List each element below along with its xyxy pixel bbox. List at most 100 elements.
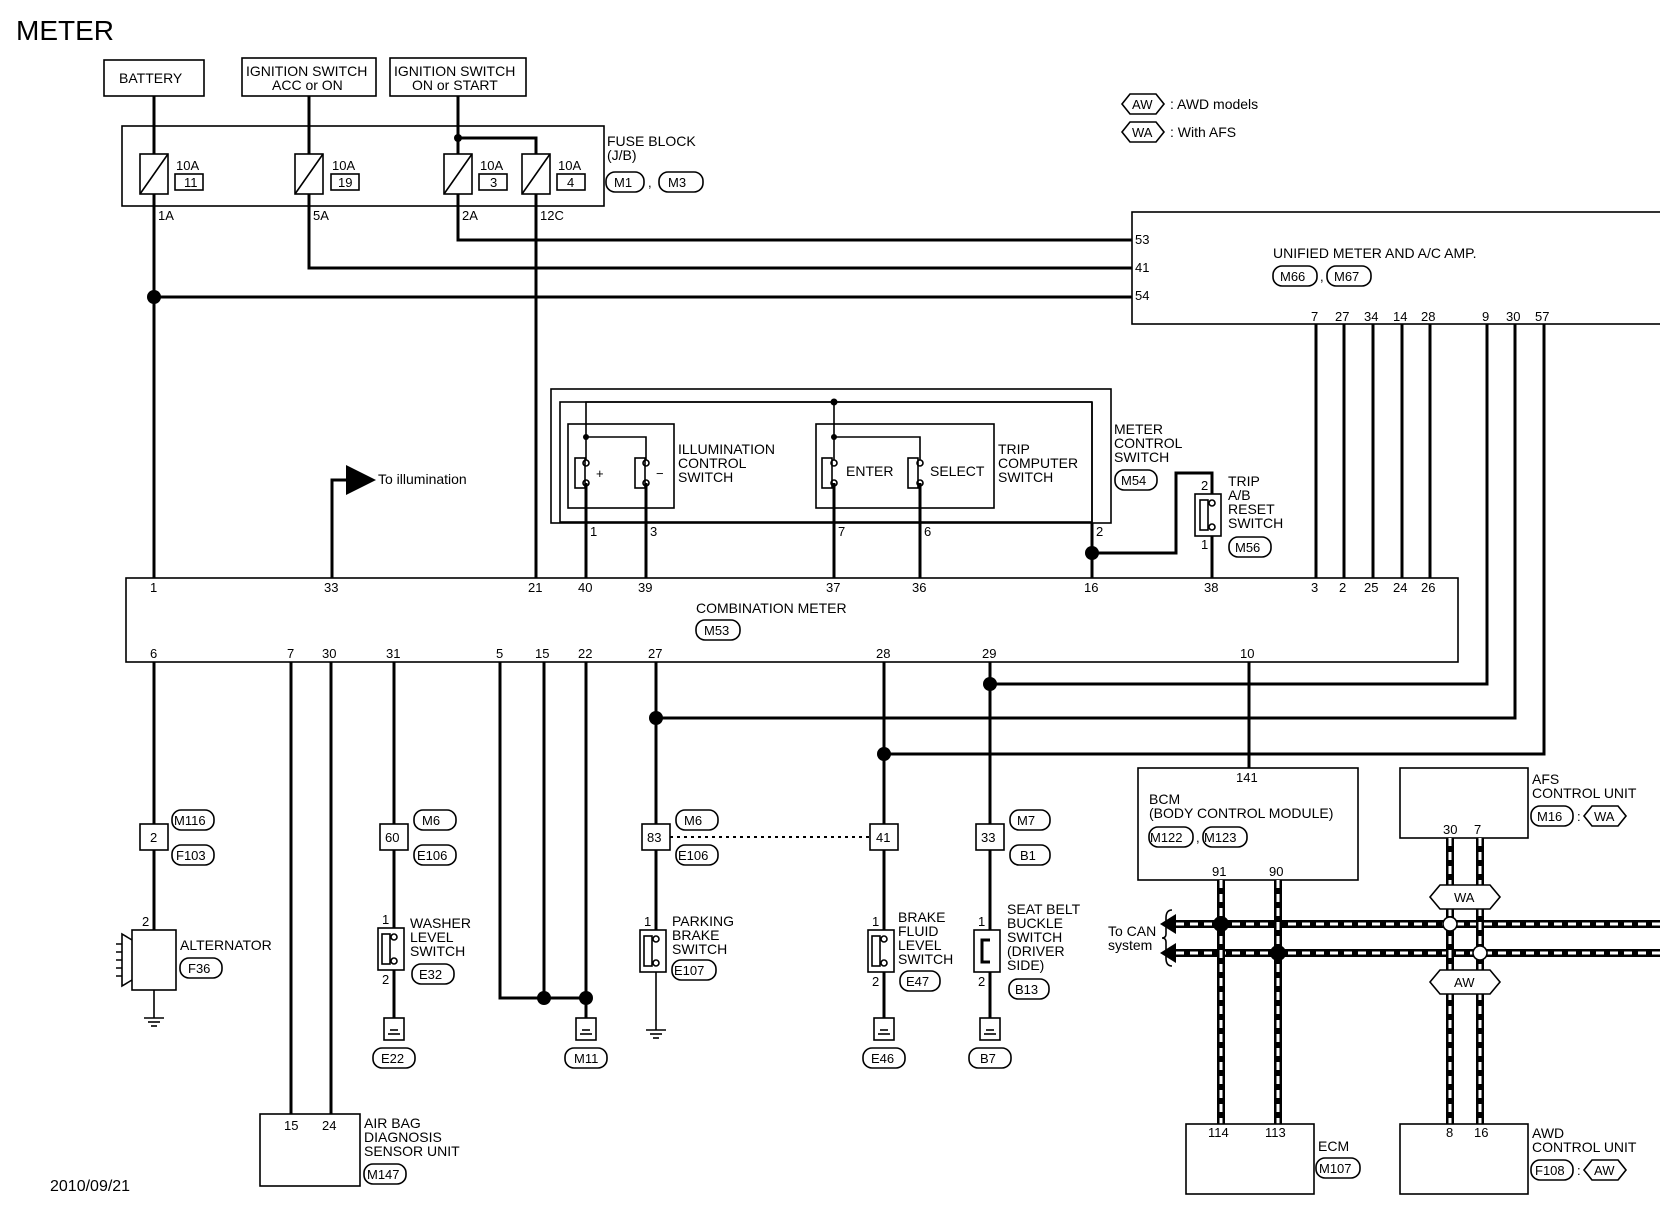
awd-pin-16: 16: [1474, 1125, 1488, 1140]
parking-title-1: PARKING: [672, 913, 734, 929]
seat-jc-conn-a: M7: [1017, 813, 1035, 828]
airbag-title-1: AIR BAG: [364, 1115, 421, 1131]
afs-title-2: CONTROL UNIT: [1532, 785, 1637, 801]
svg-text::: :: [1577, 1163, 1581, 1178]
brake-conn: E47: [906, 974, 929, 989]
legend-text-aw: : AWD models: [1170, 96, 1258, 112]
fuse-11-amp: 10A: [176, 158, 199, 173]
svg-text::: :: [1577, 809, 1581, 824]
washer-jc-conn-b: E106: [417, 848, 447, 863]
cm-bottom-pin-7: 7: [287, 646, 294, 661]
brake-title-1: BRAKE: [898, 909, 945, 925]
cm-bottom-pin-31: 31: [386, 646, 400, 661]
cm-top-pin-39: 39: [638, 580, 652, 595]
bcm-pin-90: 90: [1269, 864, 1283, 879]
seat-pin-2: 2: [978, 974, 985, 989]
battery-source: BATTERY: [103, 59, 205, 97]
alternator-label: ALTERNATOR: [180, 937, 272, 953]
cm-top-pin-33: 33: [324, 580, 338, 595]
ecm-title: ECM: [1318, 1138, 1349, 1154]
cm-bottom-pin-28: 28: [876, 646, 890, 661]
to-illumination: To illumination: [330, 465, 467, 580]
ecm-conn: M107: [1319, 1161, 1352, 1176]
cm-top-pin-16: 16: [1084, 580, 1098, 595]
fuse-block-conn-b: M3: [668, 175, 686, 190]
cm-bottom-pin-22: 22: [578, 646, 592, 661]
awd-control-unit: 8 16 AWD CONTROL UNIT F108 : AW: [1399, 1123, 1637, 1195]
legend-tag-aw: AW: [1132, 97, 1153, 112]
unified-meter-title: UNIFIED METER AND A/C AMP.: [1273, 245, 1477, 261]
brake-ground-conn: E46: [871, 1051, 894, 1066]
fuse-block-conn-a: M1: [614, 175, 632, 190]
cm-bottom-pin-5: 5: [496, 646, 503, 661]
brake-pin-1: 1: [872, 914, 879, 929]
seat-pin-1: 1: [978, 914, 985, 929]
fuse-term-1a: 1A: [158, 208, 174, 223]
trip-switch-title-1: TRIP: [998, 441, 1030, 457]
washer-level-switch: 60 M6 E106 1 2 WASHER LEVEL SWITCH E32 E…: [372, 662, 471, 1069]
washer-jc-conn-a: M6: [422, 813, 440, 828]
brake-pin-2: 2: [872, 974, 879, 989]
ignition-acc-label-2: ACC or ON: [272, 77, 343, 93]
illum-plus: +: [596, 466, 604, 481]
seat-title-1: SEAT BELT: [1007, 901, 1081, 917]
cm-bottom-pin-10: 10: [1240, 646, 1254, 661]
cm-bottom-pin-6: 6: [150, 646, 157, 661]
brake-title-4: SWITCH: [898, 951, 953, 967]
washer-title-3: SWITCH: [410, 943, 465, 959]
ecm-pin-114: 114: [1208, 1125, 1229, 1140]
bcm-title-1: BCM: [1149, 791, 1180, 807]
can-label-1: To CAN: [1108, 923, 1156, 939]
trip-reset-pin-1: 1: [1201, 537, 1208, 552]
afs-pin-30: 30: [1443, 822, 1457, 837]
unified-meter-pin-41: 41: [1135, 260, 1149, 275]
cm-top-pin-3: 3: [1311, 580, 1318, 595]
parking-conn: E107: [674, 963, 704, 978]
ecm-pin-113: 113: [1265, 1125, 1286, 1140]
brake-jc-pin: 41: [876, 830, 890, 845]
fuse-4-amp: 10A: [558, 158, 581, 173]
can-tag-aw: AW: [1454, 975, 1475, 990]
cm-top-pin-25: 25: [1364, 580, 1378, 595]
seat-title-3: SWITCH: [1007, 929, 1062, 945]
brake-title-2: FLUID: [898, 923, 938, 939]
cm-bottom-pin-30: 30: [322, 646, 336, 661]
unified-meter-conn-b: M67: [1334, 269, 1359, 284]
unified-meter-pin-53: 53: [1135, 232, 1149, 247]
seat-belt-switch: 33 M7 B1 1 2 SEAT BELT BUCKLE SWITCH (DR…: [968, 662, 1081, 1069]
trip-reset-title-1: TRIP: [1228, 473, 1260, 489]
seat-ground-conn: B7: [980, 1051, 996, 1066]
unified-meter-pin-14: 14: [1393, 309, 1407, 324]
can-bus: To CAN system WA AW: [1108, 838, 1660, 1124]
cm-top-pin-40: 40: [578, 580, 592, 595]
fuse-term-5a: 5A: [313, 208, 329, 223]
can-label-2: system: [1108, 937, 1152, 953]
legend-text-wa: : With AFS: [1170, 124, 1236, 140]
trip-reset-title-4: SWITCH: [1228, 515, 1283, 531]
svg-text:,: ,: [1196, 830, 1200, 845]
ignition-switch-start: IGNITION SWITCH ON or START: [389, 57, 527, 97]
fuse-4-num: 4: [567, 175, 574, 190]
washer-jc-pin: 60: [385, 830, 399, 845]
unified-meter-ac-amp: UNIFIED METER AND A/C AMP. M66 , M67 53 …: [1131, 211, 1660, 325]
cm-bottom-pin-29: 29: [982, 646, 996, 661]
awd-tag: AW: [1594, 1163, 1615, 1178]
combination-meter: COMBINATION METER M53 1 33 21 40 39 37 3…: [125, 577, 1459, 663]
cm-bottom-pin-15: 15: [535, 646, 549, 661]
svg-text:,: ,: [1320, 269, 1324, 284]
fuse-block-title-1: FUSE BLOCK: [607, 133, 696, 149]
alternator-jc-conn-a: M116: [174, 813, 206, 828]
washer-conn: E32: [419, 967, 442, 982]
splice-battery: [147, 290, 161, 304]
unified-meter-pin-57: 57: [1535, 309, 1549, 324]
meter-control-title-3: SWITCH: [1114, 449, 1169, 465]
afs-tag: WA: [1594, 809, 1615, 824]
seat-title-5: SIDE): [1007, 957, 1044, 973]
seat-jc-pin: 33: [981, 830, 995, 845]
parking-pin-1: 1: [644, 914, 651, 929]
unified-meter-pin-28: 28: [1421, 309, 1435, 324]
meter-control-pin-7: 7: [838, 524, 845, 539]
diagram-date: 2010/09/21: [50, 1178, 130, 1195]
parking-brake-switch: 83 M6 E106 1 PARKING BRAKE SWITCH E107: [639, 662, 870, 1039]
